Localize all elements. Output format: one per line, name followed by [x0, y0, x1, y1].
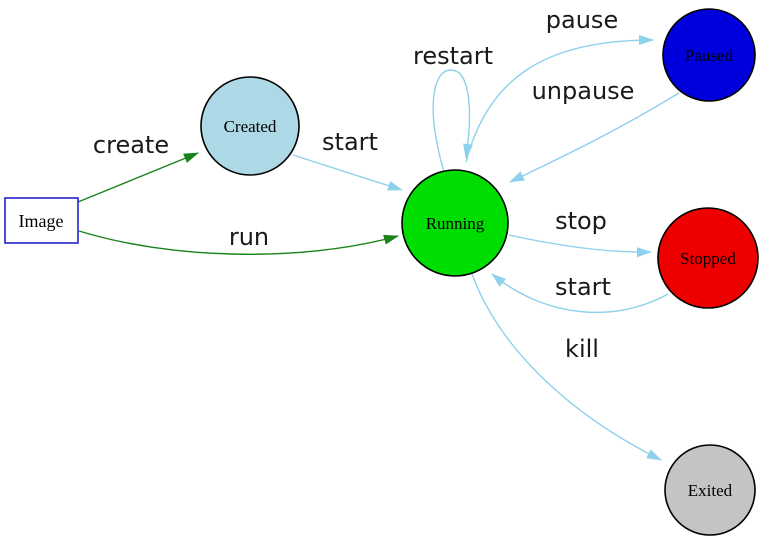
created-circle	[200, 76, 300, 176]
node-image: Image	[4, 197, 79, 244]
edge-kill	[471, 273, 662, 461]
edge-label-start: start	[322, 128, 378, 156]
node-running: Running	[401, 169, 509, 277]
node-label-paused: Paused	[685, 46, 734, 65]
edge-label-run: run	[229, 223, 269, 251]
node-exited: Exited	[664, 444, 756, 536]
node-label-created: Created	[224, 117, 277, 136]
edge-label-pause: pause	[546, 6, 618, 34]
paused-circle	[662, 8, 756, 102]
image-box	[4, 197, 79, 244]
stopped-circle	[657, 207, 759, 309]
edge-unpause	[509, 92, 680, 183]
edge-label-restart: restart	[413, 42, 493, 70]
running-circle	[401, 169, 509, 277]
edge-start-return	[491, 273, 669, 314]
edge-label-stop: stop	[555, 207, 607, 235]
edge-label-create: create	[93, 131, 169, 159]
edge-pause	[465, 35, 654, 163]
node-label-stopped: Stopped	[680, 249, 736, 268]
edge-stop	[508, 234, 652, 258]
edge-run	[78, 230, 399, 255]
edge-start	[292, 154, 403, 191]
node-label-running: Running	[426, 214, 485, 233]
node-created: Created	[200, 76, 300, 176]
node-stopped: Stopped	[657, 207, 759, 309]
exited-circle	[664, 444, 756, 536]
node-label-exited: Exited	[688, 481, 733, 500]
edge-label-unpause: unpause	[532, 77, 635, 105]
node-paused: Paused	[662, 8, 756, 102]
edge-restart-self-loop	[432, 69, 473, 173]
node-label-image: Image	[19, 211, 64, 231]
edge-create	[77, 152, 199, 203]
edge-label-start-return: start	[555, 273, 611, 301]
edge-label-kill: kill	[565, 335, 599, 363]
